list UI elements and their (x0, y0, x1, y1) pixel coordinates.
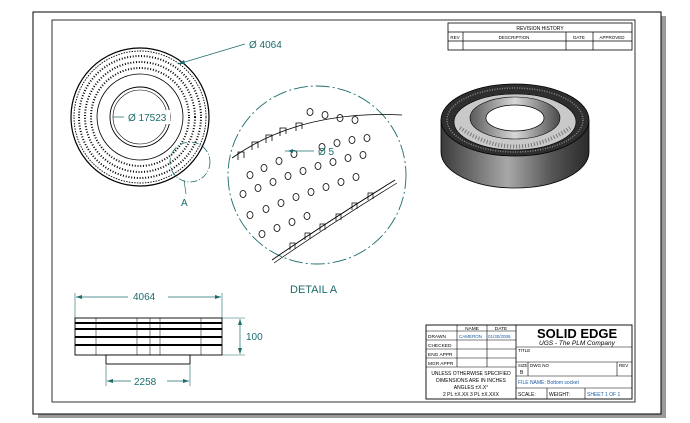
checked-label: CHECKED (428, 343, 452, 349)
drawn-date: 01/30/2006 (488, 334, 511, 339)
tolerance-note-line4: 2 PL ±X.XX 3 PL ±X.XXX (443, 392, 500, 398)
title-block: NAME DATE DRAWN CAMERON 01/30/2006 CHECK… (425, 324, 633, 400)
title-field-label: TITLE (518, 348, 530, 353)
inner-diameter-label: Ø 17523 (128, 113, 167, 124)
detail-a-view[interactable]: Ø 5 DETAIL A (227, 85, 407, 296)
size-label: SIZE (518, 363, 528, 368)
detail-a-title: DETAIL A (290, 284, 338, 296)
approved-column-header: APPROVED (599, 35, 625, 40)
detail-a-marker-circle[interactable] (169, 141, 211, 183)
name-column-header: NAME (465, 326, 479, 332)
top-view[interactable]: Ø 4064 Ø 17523 A (70, 40, 282, 209)
side-view[interactable]: 4064 100 2258 (74, 290, 263, 388)
top-width-label: 4064 (133, 292, 156, 303)
revision-history-title: REVISION HISTORY (516, 26, 564, 32)
company-name: SOLID EDGE (537, 326, 618, 341)
scale-label: SCALE: (518, 392, 536, 398)
outer-diameter-label: Ø 4064 (249, 40, 282, 51)
date-column-header: DATE (573, 35, 585, 40)
sheet-number: SHEET 1 OF 1 (587, 392, 620, 398)
tolerance-note-line2: DIMENSIONS ARE IN INCHES (436, 378, 506, 384)
eng-appr-label: ENG APPR (428, 352, 453, 358)
company-subtitle: UGS - The PLM Company (539, 340, 616, 347)
size-value: B (520, 370, 524, 376)
rev-column-header: REV (450, 35, 459, 40)
revision-history-table: REVISION HISTORY REV DESCRIPTION DATE AP… (447, 22, 633, 51)
drawing-frame (51, 19, 636, 403)
drawn-name: CAMERON (459, 334, 482, 339)
description-column-header: DESCRIPTION (499, 35, 530, 40)
detail-a-marker-label: A (181, 198, 188, 209)
drawn-label: DRAWN (428, 334, 446, 340)
bottom-width-label: 2258 (134, 377, 157, 388)
mgr-appr-label: MGR APPR (428, 361, 454, 367)
hole-diameter-label: Ø 5 (318, 147, 335, 158)
height-label: 100 (246, 332, 263, 343)
isometric-view[interactable] (440, 83, 590, 189)
tolerance-note-line3: ANGLES ±X.X° (454, 385, 488, 391)
rev-label: REV (619, 363, 628, 368)
dwg-no-label: DWG NO (530, 363, 549, 368)
tolerance-note-line1: UNLESS OTHERWISE SPECIFIED (431, 371, 511, 377)
weight-label: WEIGHT: (549, 392, 570, 398)
file-name: FILE NAME: Bottom socket (518, 380, 579, 386)
date-column-header-tb: DATE (495, 326, 507, 332)
